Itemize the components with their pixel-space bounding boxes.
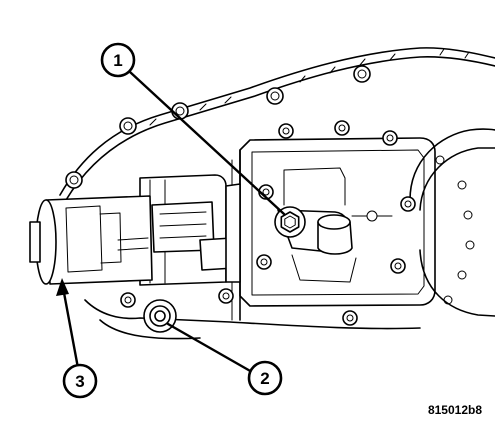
housing-bolts [65,65,416,326]
bolt [65,171,83,189]
callout-1-label: 1 [113,51,122,70]
callout-2: 2 [247,360,283,396]
bolt [119,117,137,135]
bolt [390,258,406,274]
shift-motor-actuator [29,174,241,286]
bolt [256,254,272,270]
bolt [278,123,294,139]
bolt [334,120,350,136]
leader-line-2 [166,322,254,374]
bolt [382,130,398,146]
callout-1: 1 [100,42,136,78]
bolt [400,196,416,212]
arrowhead-3 [56,278,69,296]
bolt [218,288,234,304]
callout-3: 3 [62,363,98,399]
gear-housing [409,128,495,317]
callout-3-label: 3 [75,372,84,391]
leader-lines [56,70,286,374]
bolt [266,87,284,105]
figure-code: 815012b8 [428,403,482,417]
bolt [120,292,136,308]
bolt [353,65,371,83]
callout-2-label: 2 [260,369,269,388]
bolt [342,310,358,326]
leader-line-1 [128,70,286,216]
leader-line-3 [60,280,80,370]
bolt-callout-1 [274,206,306,238]
bolt-callout-2 [143,299,177,333]
